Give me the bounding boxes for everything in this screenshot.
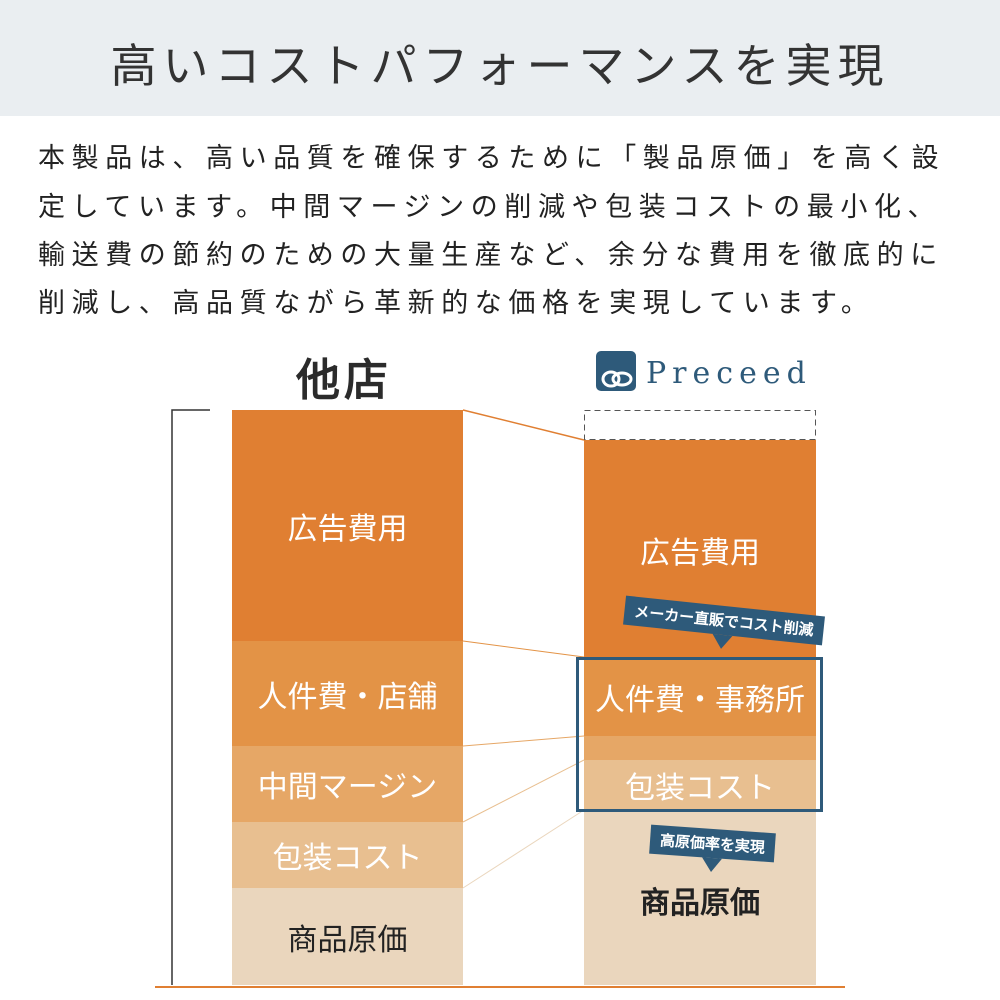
paragraph-line: 定しています。中間マージンの削減や包装コストの最小化、 — [38, 192, 942, 223]
paragraph-line: 輸送費の節約のための大量生産など、余分な費用を徹底的に — [38, 240, 944, 271]
paragraph-line: 削減し、高品質ながら革新的な価格を実現しています。 — [38, 288, 875, 319]
connector-line — [462, 809, 585, 889]
right-segment-staff: 人件費・事務所 — [584, 657, 816, 736]
right-segment-margin — [584, 736, 816, 760]
left-segment-cost: 商品原価 — [232, 888, 463, 985]
left-segment-pack: 包装コスト — [232, 822, 463, 888]
brand-mark-icon — [596, 350, 636, 391]
highlight-box — [576, 657, 823, 812]
reduced-cost-dashed-box — [584, 410, 816, 440]
header-band — [0, 0, 1000, 116]
connector-line — [462, 640, 585, 658]
left-segment-margin: 中間マージン — [232, 746, 463, 822]
page-title: 高いコストパフォーマンスを実現 — [110, 39, 890, 93]
bracket-line — [171, 409, 210, 985]
brand-name: Preceed — [646, 356, 812, 391]
other-store-label: 他店 — [296, 355, 392, 406]
right-segment-pack: 包装コスト — [584, 760, 816, 810]
paragraph-line: 本製品は、高い品質を確保するために「製品原価」を高く設 — [38, 143, 946, 174]
brand-logo: Preceed — [596, 350, 812, 391]
connector-line — [462, 759, 585, 823]
connector-line — [462, 409, 585, 441]
left-segment-staff: 人件費・店舗 — [232, 641, 463, 746]
connector-line — [462, 735, 585, 747]
left-segment-ad: 広告費用 — [232, 410, 463, 641]
